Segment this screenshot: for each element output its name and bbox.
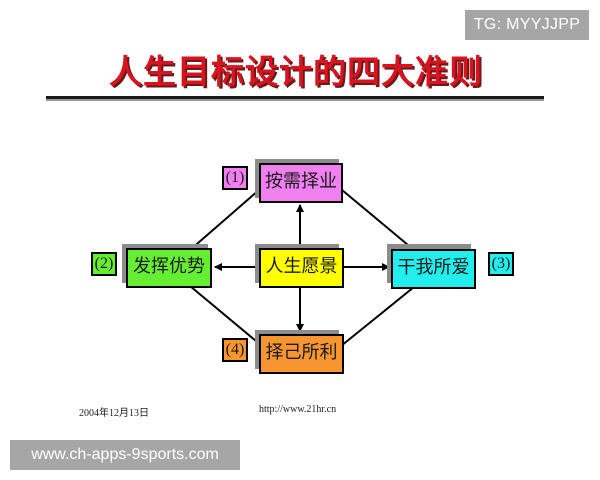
node-bottom-tag: (4) (222, 338, 248, 362)
watermark-top: TG: MYYJJPP (465, 10, 589, 40)
footer-date: 2004年12月13日 (79, 408, 149, 419)
edge-top-left (189, 189, 260, 251)
node-left: 发挥优势 (126, 248, 212, 288)
node-left-tag: (2) (91, 252, 117, 276)
title-divider (46, 96, 544, 99)
watermark-bottom: www.ch-apps-9sports.com (10, 440, 240, 470)
node-right: 干我所爱 (391, 249, 476, 289)
edge-top-right (341, 189, 415, 251)
node-top-label: 按需择业 (265, 171, 337, 192)
edge-bottom-right (340, 286, 415, 347)
node-top-tag: (1) (222, 166, 248, 190)
node-right-tag: (3) (488, 252, 514, 276)
footer-url: http://www.21hr.cn (259, 404, 337, 415)
node-center-label: 人生愿景 (265, 256, 338, 277)
node-bottom-label: 择己所利 (265, 342, 338, 363)
node-left-label: 发挥优势 (133, 256, 205, 277)
slide-title: 人生目标设计的四大准则 (109, 52, 483, 91)
node-right-label: 干我所爱 (397, 257, 470, 278)
edge-bottom-left (189, 285, 263, 347)
node-center: 人生愿景 (259, 248, 344, 288)
node-bottom: 择己所利 (259, 334, 344, 374)
node-top: 按需择业 (259, 163, 343, 203)
